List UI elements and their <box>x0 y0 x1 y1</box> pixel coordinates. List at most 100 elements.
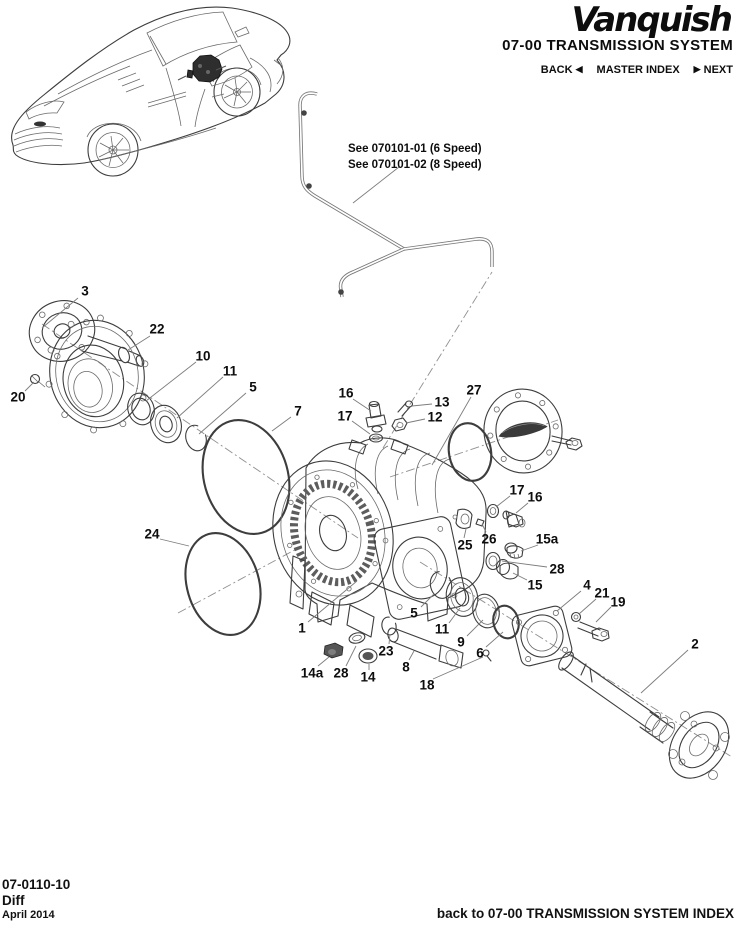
back-arrow-icon: ◀ <box>575 64 583 74</box>
see-note-1: See 070101-01 (6 Speed) <box>348 143 482 155</box>
diff-housing-part1 <box>272 437 487 638</box>
nav-back[interactable]: BACK ◀ <box>541 64 583 76</box>
callout-leader-19 <box>595 606 612 623</box>
part-callout-14: 14 <box>360 670 376 685</box>
part-callout-11: 11 <box>223 364 238 379</box>
wing-emblem-icon <box>498 422 548 438</box>
input-flange-part3 <box>28 300 145 367</box>
part-callout-17: 17 <box>509 483 524 498</box>
pipe-clip <box>338 289 344 295</box>
doc-date: April 2014 <box>2 909 55 922</box>
bolt-part13 <box>397 400 414 417</box>
breather-valve-part16 <box>365 400 387 433</box>
callout-leader-22 <box>127 335 151 351</box>
callout-leader-16 <box>352 398 372 412</box>
part-callout-6: 6 <box>476 646 484 661</box>
plug-part25 <box>452 508 473 529</box>
pinion-sleeve-part8 <box>387 627 464 669</box>
part-callout-23: 23 <box>378 644 394 659</box>
crown-gear-ring <box>289 479 377 587</box>
part-callout-14a: 14a <box>301 666 324 681</box>
nav-next[interactable]: ▶ NEXT <box>694 64 733 76</box>
callout-leader-16 <box>515 502 529 514</box>
part-callout-19: 19 <box>610 595 625 610</box>
snap-ring-part23 <box>381 616 397 636</box>
part-callout-4: 4 <box>583 578 591 593</box>
see-notes: See 070101-01 (6 Speed) See 070101-02 (8… <box>348 143 482 171</box>
part-callout-8: 8 <box>402 660 410 675</box>
washer-part28a <box>348 632 366 644</box>
callout-leader-4 <box>556 590 582 612</box>
snap-ring-part5b <box>429 571 453 599</box>
driveshaft-part2 <box>558 651 730 780</box>
callout-leader-27 <box>431 396 472 466</box>
callout-leader-21 <box>578 598 597 615</box>
callout-leader-8 <box>408 650 415 661</box>
part-callout-21: 21 <box>594 586 610 601</box>
seal-part10 <box>127 392 155 426</box>
part-callout-18: 18 <box>419 678 435 693</box>
callout-leader-15 <box>512 572 528 581</box>
callout-leader-5 <box>420 593 435 608</box>
callout-leader-26 <box>481 523 487 533</box>
vanquish-logo-text: Vanquish <box>571 0 733 40</box>
pipe-clip <box>301 110 307 116</box>
oring-part17b <box>486 503 500 519</box>
callout-leader-1 <box>307 580 358 623</box>
nav-back-label: BACK <box>540 64 573 76</box>
part-callout-11: 11 <box>435 622 450 637</box>
washer-part21 <box>570 611 582 623</box>
part-callout-1: 1 <box>298 621 306 636</box>
part-callout-22: 22 <box>149 322 164 337</box>
aston-badge-icon <box>34 121 46 127</box>
bearing-part11b <box>445 577 479 617</box>
cap-part14 <box>358 648 378 664</box>
nav-master-index[interactable]: MASTER INDEX <box>596 64 680 76</box>
callout-leader-9 <box>466 619 484 637</box>
pin-part26 <box>475 518 485 527</box>
bolt-part18 <box>482 649 492 662</box>
part-callout-25: 25 <box>457 538 473 553</box>
plug-part15a <box>504 542 524 560</box>
callout-leader-2 <box>640 649 689 694</box>
part-callout-17: 17 <box>337 409 352 424</box>
page-title: 07-00 TRANSMISSION SYSTEM <box>502 37 733 54</box>
callout-leader-28 <box>501 560 548 568</box>
next-arrow-icon: ▶ <box>693 64 701 74</box>
bolt-part19 <box>577 621 610 642</box>
callout-leader-12 <box>405 418 426 424</box>
diff-cover-part22 <box>45 314 149 434</box>
bearing-part11 <box>150 404 182 444</box>
rear-cover-plate <box>483 388 563 474</box>
callout-leader-7 <box>271 416 292 432</box>
callout-leader-11 <box>176 376 224 419</box>
part-callout-2: 2 <box>691 637 699 652</box>
part-callout-24: 24 <box>144 527 160 542</box>
callout-leader-28 <box>345 645 357 667</box>
callout-leader-5 <box>198 392 247 435</box>
washer-part17 <box>368 433 384 443</box>
footer-index-link[interactable]: back to 07-00 TRANSMISSION SYSTEM INDEX <box>436 906 734 921</box>
callout-leader-13 <box>411 403 433 407</box>
nut-part14a <box>323 642 344 659</box>
callout-leader-17 <box>351 420 371 435</box>
callout-leader-11 <box>448 607 461 624</box>
oring-part7 <box>201 419 291 535</box>
see-note-2: See 070101-02 (8 Speed) <box>348 159 482 171</box>
part-callout-27: 27 <box>466 383 481 398</box>
oil-pipe-assembly <box>298 91 494 298</box>
doc-number: 07-0110-10 <box>2 877 71 893</box>
callout-leader-18 <box>432 656 484 680</box>
callout-leader-15a <box>520 544 539 552</box>
part-callout-5: 5 <box>410 606 418 621</box>
callout-leader-17 <box>495 495 511 508</box>
callout-leader-24 <box>159 538 190 547</box>
mount-plate-part4 <box>511 605 573 667</box>
part-callout-7: 7 <box>294 404 302 419</box>
part-callout-26: 26 <box>481 532 497 547</box>
part-callout-12: 12 <box>427 410 442 425</box>
car-illustration <box>11 6 291 177</box>
header-nav: BACK ◀ MASTER INDEX ▶ NEXT <box>541 64 733 76</box>
